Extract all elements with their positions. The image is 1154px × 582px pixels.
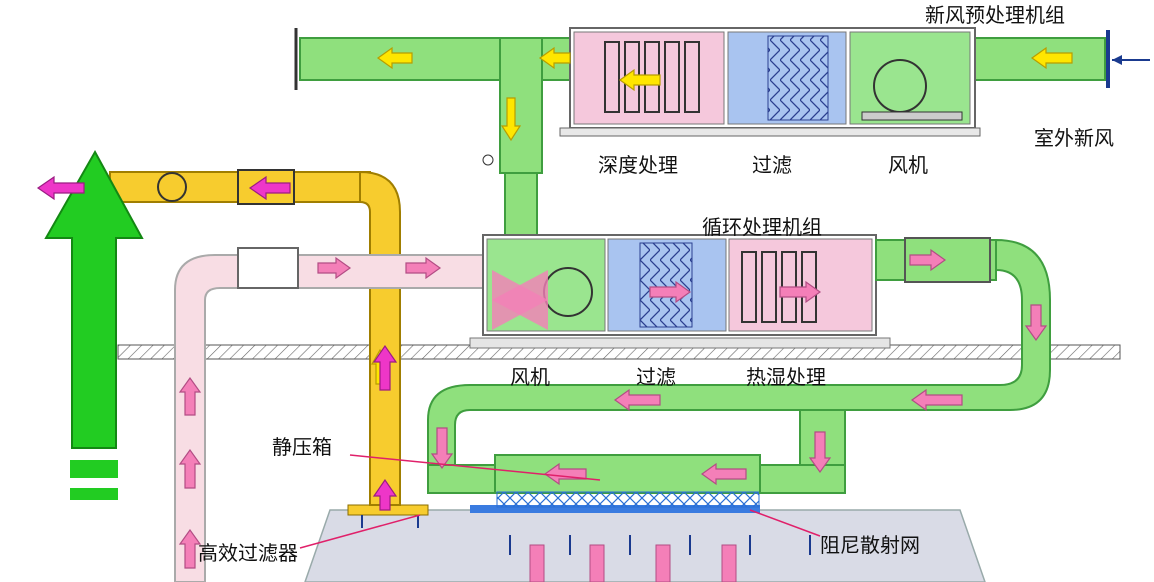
label-heat-humidity: 热湿处理 [746,365,826,389]
big-exhaust-arrow [44,149,144,500]
label-recirc-unit: 循环处理机组 [702,215,822,239]
leader-lines [299,454,821,549]
label-damping-mesh: 阻尼散射网 [820,533,920,557]
label-plenum-box: 静压箱 [272,435,332,459]
label-hepa-filter: 高效过滤器 [198,541,298,565]
flow-arrows [36,46,1073,582]
label-fresh-unit: 新风预处理机组 [925,3,1065,27]
exhaust-duct [109,169,401,506]
label-fan-mid: 风机 [510,365,550,389]
label-outdoor-air: 室外新风 [1034,126,1114,150]
label-filter-mid: 过滤 [636,365,676,389]
diagram-labels: 新风预处理机组 室外新风 深度处理 过滤 风机 循环处理机组 风机 过滤 热湿处… [198,3,1114,565]
label-filter-top: 过滤 [752,153,792,177]
label-deep-treatment: 深度处理 [598,153,678,177]
label-fan-top: 风机 [888,153,928,177]
floor-slab [117,337,1121,360]
